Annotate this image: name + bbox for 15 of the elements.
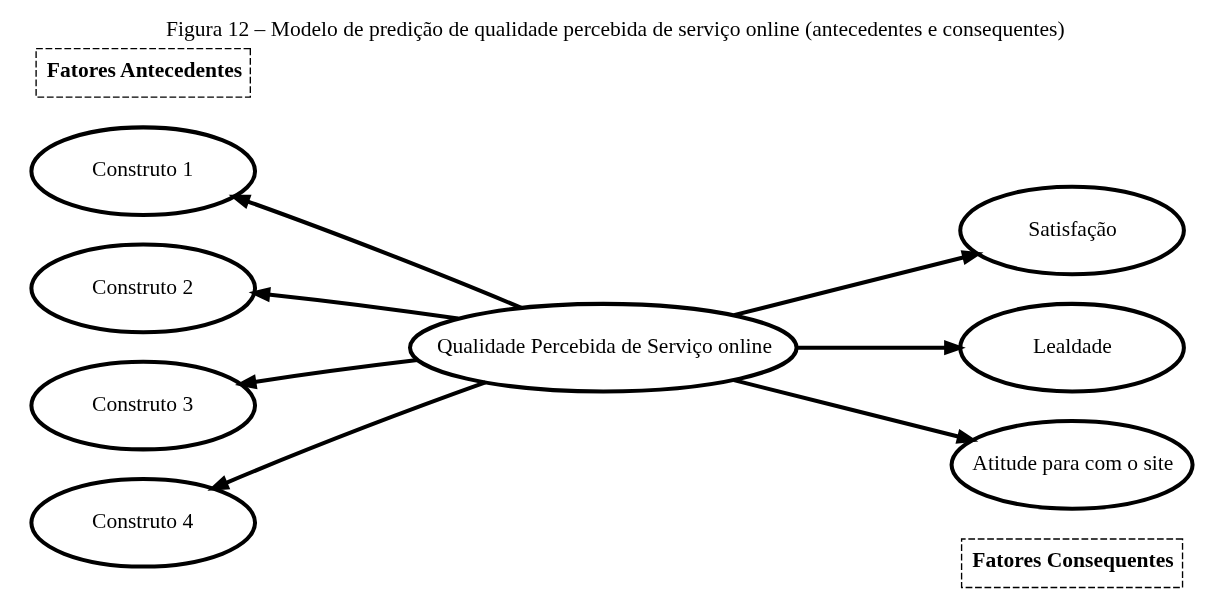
arrow <box>248 287 458 321</box>
arrow <box>234 358 418 390</box>
diagram-title: Figura 12 – Modelo de predição de qualidade percebida de serviço online (antecedentes e consequentes) <box>165 17 1065 42</box>
arrow <box>796 340 966 356</box>
node-ellipse: Construto 1 <box>28 125 257 217</box>
node-box: Fatores Consequentes <box>960 538 1183 589</box>
arrow <box>732 250 983 318</box>
node-ellipse: Lealdade <box>957 301 1186 394</box>
arrow <box>228 194 522 310</box>
node-box: Fatores Antecedentes <box>34 47 251 98</box>
arrow <box>732 378 978 444</box>
arrow <box>206 380 486 491</box>
node-ellipse: Atitude para com o site <box>949 419 1195 511</box>
node-ellipse: Qualidade Percebida de Serviço online <box>407 301 799 394</box>
node-ellipse: Construto 2 <box>28 242 257 335</box>
